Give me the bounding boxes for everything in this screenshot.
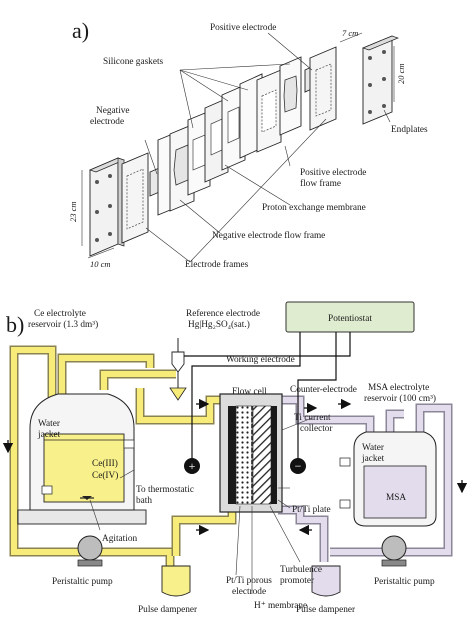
- msa-reservoir-label-2: reservoir (100 cm³): [364, 393, 436, 404]
- callout-positive-electrode: Positive electrode: [210, 23, 276, 33]
- panel-a-label: a): [72, 18, 89, 43]
- thermostatic-1: To thermostatic: [136, 485, 194, 495]
- turbulence-2: promoter: [280, 576, 315, 586]
- ce-liquid: [43, 433, 125, 503]
- pt-ti-plate-label: Pt/Ti plate: [292, 505, 331, 515]
- panel-a: a): [68, 18, 428, 270]
- msa-reservoir: [353, 431, 437, 527]
- callout-silicone-gaskets: Silicone gaskets: [103, 57, 164, 67]
- thermostatic-2: bath: [136, 496, 152, 506]
- left-endplate: [89, 157, 125, 257]
- dim-height-left: 23 cm: [68, 201, 78, 222]
- pump-left: [77, 535, 103, 567]
- pulse-dampener-left-label: Pulse dampener: [138, 605, 198, 615]
- flow-cell: [219, 393, 283, 513]
- callout-negative-electrode-1: Negative: [96, 106, 130, 116]
- right-electrode-frame: [309, 46, 337, 131]
- flow-arrows: [2, 398, 468, 536]
- callout-positive-flow-frame-2: flow frame: [300, 178, 341, 189]
- ce-reservoir-label-2: reservoir (1.3 dm³): [28, 319, 98, 330]
- water-jacket-right-2: jacket: [361, 454, 385, 464]
- water-jacket-left-2: jacket: [37, 430, 61, 440]
- pump-right: [381, 535, 407, 567]
- ce3-label: Ce(III): [92, 458, 118, 469]
- peristaltic-left-label: Peristaltic pump: [52, 577, 113, 587]
- reference-electrode: [169, 338, 187, 401]
- dim-width-right: 7 cm: [342, 28, 358, 38]
- minus-sign: −: [295, 459, 302, 473]
- ce-reservoir: [17, 393, 147, 525]
- callout-electrode-frames: Electrode frames: [185, 259, 249, 270]
- h-membrane-label: H⁺ membrane: [254, 601, 307, 611]
- reference-electrode-label-2: Hg|Hg₂SO₄(sat.): [188, 319, 250, 330]
- thermostatic-ports: [41, 439, 351, 509]
- pt-ti-porous-1: Pt/Ti porous: [226, 576, 272, 586]
- flow-cell-label: Flow cell: [232, 387, 267, 397]
- gasket-3: [221, 84, 246, 171]
- ti-collector-1: Ti current: [294, 413, 331, 423]
- callout-proton-membrane: Proton exchange membrane: [262, 203, 366, 213]
- left-electrode-frame: [121, 152, 149, 244]
- ce-reservoir-label-1: Ce electrolyte: [34, 309, 86, 319]
- callout-positive-flow-frame-1: Positive electrode: [300, 168, 366, 178]
- pulse-dampener-left: [161, 565, 191, 597]
- plus-terminal: [184, 458, 200, 474]
- pulse-dampener-right-label: Pulse dampener: [296, 605, 356, 615]
- turbulence-1: Turbulence: [280, 565, 322, 575]
- ti-collector-2: collector: [300, 424, 333, 434]
- panel-a-leaders: [144, 32, 391, 263]
- panel-b-label: b): [6, 312, 24, 337]
- peristaltic-right-label: Peristaltic pump: [374, 577, 435, 587]
- gasket-2: [187, 110, 211, 196]
- wires: [184, 332, 351, 460]
- msa-liquid: [363, 465, 427, 519]
- counter-electrode-label: Counter-electrode: [290, 385, 357, 395]
- msa-reservoir-label-1: MSA electrolyte: [368, 383, 429, 393]
- panel-b-leaders: [89, 417, 313, 594]
- panel-b: b): [2, 301, 468, 615]
- dimension-lines: [81, 32, 395, 259]
- pt-ti-porous-2: electrode: [232, 587, 266, 597]
- dim-width-left: 10 cm: [90, 259, 111, 269]
- callout-negative-flow-frame: Negative electrode flow frame: [212, 230, 325, 241]
- minus-terminal: [290, 458, 306, 474]
- reference-electrode-label-1: Reference electrode: [186, 308, 260, 319]
- water-jacket-left-1: Water: [38, 419, 61, 429]
- plus-sign: +: [189, 459, 196, 473]
- callout-negative-electrode-2: electrode: [90, 117, 124, 127]
- water-jacket-right-1: Water: [362, 443, 385, 453]
- potentiostat-label: Potentiostat: [328, 314, 372, 324]
- msa-pipes: [278, 395, 453, 562]
- ce-pipes: [9, 345, 237, 566]
- gasket-5: [279, 56, 302, 136]
- working-electrode-label: Working electrode: [226, 355, 295, 365]
- positive-flow-frame: [256, 69, 282, 153]
- dim-height-right: 20 cm: [396, 63, 406, 84]
- right-endplate: [361, 35, 400, 125]
- agitation-label: Agitation: [102, 534, 137, 544]
- ce4-label: Ce(IV): [92, 470, 118, 481]
- callout-endplates: Endplates: [391, 125, 428, 135]
- pulse-dampener-right: [311, 565, 341, 597]
- msa-label: MSA: [386, 493, 406, 503]
